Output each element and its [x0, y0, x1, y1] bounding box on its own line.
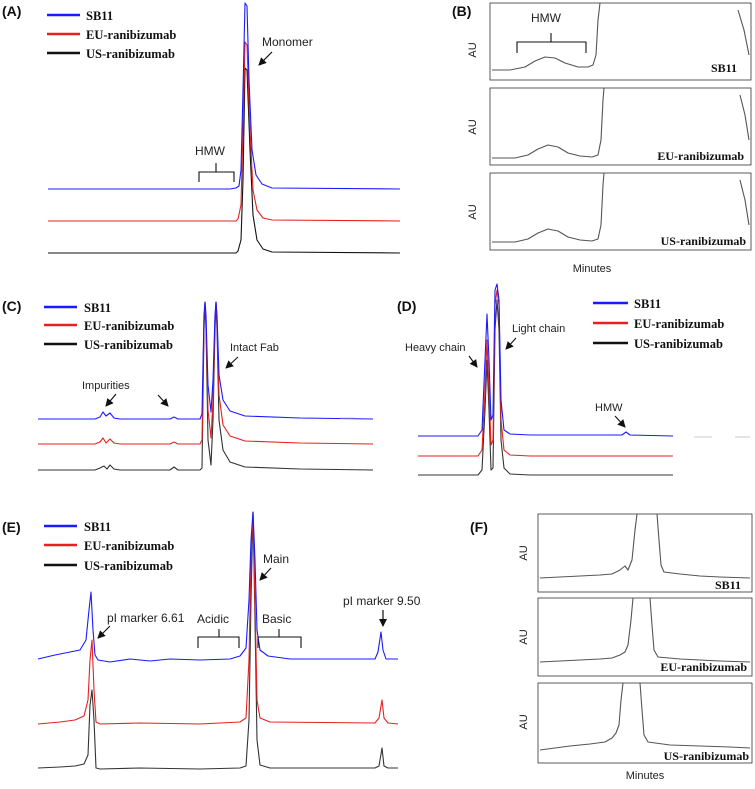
panel-b-label: (B): [452, 3, 471, 19]
xlabel-minutes: Minutes: [626, 770, 665, 782]
trace-b-us: [492, 172, 605, 243]
ylabel-au: AU: [467, 42, 479, 57]
trace-b-eu: [492, 87, 605, 159]
trace-b-eu-tail: [739, 94, 750, 141]
legend-label-sb11: SB11: [634, 297, 661, 311]
panel-e: (E) SB11 EU-ranibizumab US-ranibizumab p…: [2, 511, 421, 770]
arrow-intact-fab: [225, 356, 239, 369]
inset-frame: [537, 513, 753, 593]
inset-name: SB11: [715, 578, 741, 592]
arrow-impurity-1: [105, 393, 117, 407]
inset-f-eu: AU EU-ranibizumab: [518, 597, 753, 677]
inset-name: US-ranibizumab: [664, 749, 750, 763]
ylabel-au: AU: [518, 714, 530, 729]
label-acidic: Acidic: [197, 612, 229, 626]
legend-label-eu: EU-ranibizumab: [84, 539, 174, 553]
trace-e-us: [37, 511, 398, 770]
ylabel-au: AU: [518, 545, 530, 560]
legend-label-sb11: SB11: [84, 520, 111, 534]
trace-b-sb11-tail: [737, 9, 750, 56]
legend-label-us: US-ranibizumab: [84, 559, 173, 573]
label-light-chain: Light chain: [512, 323, 565, 335]
legend-label-us: US-ranibizumab: [634, 337, 723, 351]
panel-c-label: (C): [2, 298, 21, 314]
trace-a-us: [48, 67, 401, 254]
trace-d-eu: [418, 289, 673, 457]
trace-d-sb11: [418, 283, 674, 437]
arrow-monomer: [258, 51, 273, 66]
ylabel-au: AU: [518, 629, 530, 644]
panel-c-legend: SB11 EU-ranibizumab US-ranibizumab: [44, 301, 174, 352]
trace-c-sb11: [38, 301, 374, 420]
trace-f-sb11: [539, 513, 751, 579]
label-hmw-b: HMW: [531, 11, 562, 25]
inset-f-sb11: AU SB11: [518, 513, 753, 593]
inset-frame: [489, 172, 752, 251]
panel-e-legend: SB11 EU-ranibizumab US-ranibizumab: [44, 520, 174, 573]
arrow-heavy-chain: [468, 355, 478, 368]
panel-d-label: (D): [397, 298, 416, 314]
trace-a-sb11: [48, 2, 401, 190]
panel-d: (D) SB11 EU-ranibizumab US-ranibizumab H…: [397, 283, 750, 476]
label-hmw-a: HMW: [195, 144, 226, 158]
label-impurities: Impurities: [82, 380, 130, 392]
inset-name: EU-ranibizumab: [660, 660, 747, 674]
label-pi-low: pI marker 6.61: [107, 611, 185, 625]
legend-label-us: US-ranibizumab: [86, 47, 175, 61]
legend-label-sb11: SB11: [86, 9, 113, 23]
label-pi-high: pI marker 9.50: [343, 594, 421, 608]
ylabel-au: AU: [467, 119, 479, 134]
arrow-pi-low: [97, 625, 111, 639]
inset-frame: [537, 682, 753, 764]
arrow-impurity-2: [157, 394, 169, 407]
inset-name: EU-ranibizumab: [657, 149, 744, 163]
trace-b-sb11: [492, 2, 601, 71]
legend-label-eu: EU-ranibizumab: [86, 28, 176, 42]
bracket-basic: [257, 629, 302, 648]
inset-f-us: AU US-ranibizumab: [518, 682, 753, 764]
label-main: Main: [263, 552, 289, 566]
panel-d-legend: SB11 EU-ranibizumab US-ranibizumab: [593, 297, 724, 351]
inset-frame: [537, 597, 753, 677]
panel-a: (A) SB11 EU-ranibizumab US-ranibizumab M…: [2, 2, 401, 254]
bracket-acidic: [197, 629, 240, 648]
inset-frame: [489, 87, 752, 166]
panel-a-legend: SB11 EU-ranibizumab US-ranibizumab: [47, 9, 176, 61]
inset-frame: [489, 2, 752, 81]
trace-e-eu: [37, 511, 399, 725]
legend-label-eu: EU-ranibizumab: [84, 319, 174, 333]
bracket-hmw-a: [198, 163, 235, 182]
label-heavy-chain: Heavy chain: [405, 342, 466, 354]
trace-a-eu: [48, 41, 401, 222]
label-intact-fab: Intact Fab: [230, 342, 279, 354]
trace-f-us: [539, 682, 751, 751]
ylabel-au: AU: [467, 204, 479, 219]
xlabel-minutes: Minutes: [573, 263, 612, 275]
bracket-hmw-b: [516, 33, 587, 53]
label-hmw-d: HMW: [595, 402, 623, 414]
panel-b: (B) AU HMW SB11 AU EU-ranibizumab AU US-…: [452, 2, 752, 275]
arrow-hmw-d: [614, 415, 626, 428]
inset-b-sb11: AU HMW SB11: [467, 2, 752, 81]
panel-e-label: (E): [2, 519, 21, 535]
trace-f-eu: [539, 597, 751, 663]
inset-name: SB11: [711, 61, 737, 75]
arrow-light-chain: [505, 337, 517, 350]
panel-a-label: (A): [2, 3, 21, 19]
label-monomer: Monomer: [262, 35, 313, 49]
legend-label-us: US-ranibizumab: [84, 338, 173, 352]
trace-e-sb11: [37, 511, 398, 663]
inset-name: US-ranibizumab: [661, 234, 747, 248]
arrow-main: [259, 567, 272, 581]
label-basic: Basic: [262, 612, 291, 626]
legend-label-eu: EU-ranibizumab: [634, 317, 724, 331]
legend-label-sb11: SB11: [84, 301, 111, 315]
panel-f-label: (F): [470, 519, 488, 535]
panel-c: (C) SB11 EU-ranibizumab US-ranibizumab I…: [2, 298, 374, 471]
inset-b-us: AU US-ranibizumab: [467, 172, 752, 251]
trace-b-us-tail: [739, 179, 750, 226]
inset-b-eu: AU EU-ranibizumab: [467, 87, 752, 166]
panel-f: (F) AU SB11 AU EU-ranibizumab AU US-rani…: [470, 513, 753, 782]
